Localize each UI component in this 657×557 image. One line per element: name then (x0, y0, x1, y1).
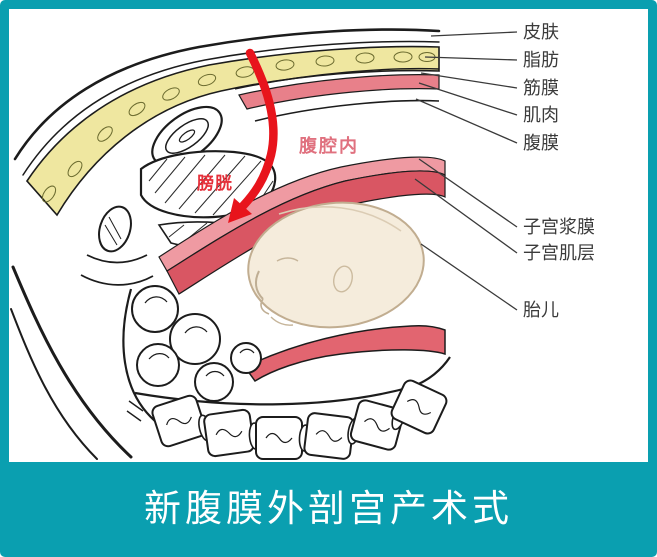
intestines (122, 285, 262, 422)
body-contours (10, 28, 441, 460)
label-abdominal-cavity: 腹腔内 (299, 135, 359, 156)
right-labels: 皮肤 脂肪 筋膜 肌肉 腹膜 子宫浆膜 子宫肌层 胎儿 (523, 22, 595, 320)
label-fascia: 筋膜 (523, 78, 559, 98)
caption-banner: 新腹膜外剖宫产术式 (9, 462, 648, 548)
label-peritoneum: 腹膜 (523, 133, 559, 153)
spine-sacrum (126, 356, 451, 460)
label-skin: 皮肤 (523, 22, 559, 42)
fetus-head (247, 201, 425, 329)
surgical-approach-arrow (228, 48, 278, 223)
label-muscle: 肌肉 (523, 105, 559, 125)
muscle-layer (238, 74, 440, 110)
fat-texture (41, 51, 436, 203)
anatomy-illustration: 腹腔内 膀胱 皮肤 脂肪 筋膜 肌肉 腹膜 子宫浆膜 子宫 (10, 22, 595, 460)
leader-lines (414, 31, 518, 311)
label-fetus: 胎儿 (523, 300, 559, 320)
label-bladder: 膀胱 (197, 173, 233, 193)
diagram-area: 腹腔内 膀胱 皮肤 脂肪 筋膜 肌肉 腹膜 子宫浆膜 子宫 (9, 9, 648, 462)
label-uterine-myometrium: 子宫肌层 (523, 243, 595, 263)
peritoneum-line (254, 99, 440, 122)
pubic-bone (98, 205, 132, 253)
figure-title: 新腹膜外剖宫产术式 (144, 488, 513, 529)
lower-uterine-segment (243, 325, 446, 383)
label-fat: 脂肪 (523, 50, 559, 70)
fat-layer (25, 45, 440, 217)
label-uterine-serosa: 子宫浆膜 (523, 217, 595, 237)
